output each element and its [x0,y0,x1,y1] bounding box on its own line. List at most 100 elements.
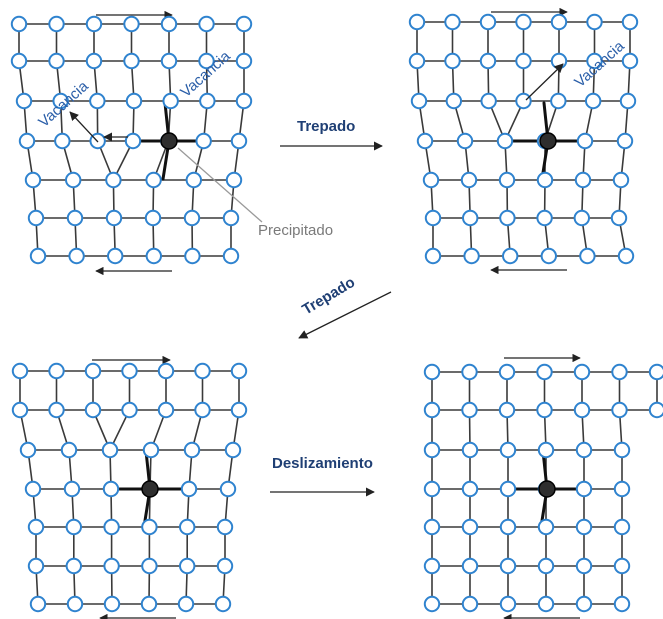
lattice-atom [48,401,65,419]
lattice-atom [461,401,478,419]
lattice-atom [573,209,590,227]
lattice-atom [85,15,103,33]
lattice-atom [103,557,120,575]
lattice-atom [162,92,179,110]
lattice-atom [24,171,42,189]
lattice-atom [144,209,162,227]
lattice-atom [18,132,36,150]
lattice-atom [179,557,196,575]
lattice-atom [621,52,639,70]
lattice-atom [444,13,461,31]
lattice-atom [65,518,83,536]
lattice-atom [48,362,65,380]
lattice-atom [456,132,474,150]
lattice-atom [613,595,631,613]
lattice-atom [617,247,635,265]
lattice-atom [194,401,211,419]
precipitate-pointer-line [177,147,263,223]
precipitate-atom [160,132,178,150]
lattice-atom [48,15,65,33]
lattice-atom [423,401,441,419]
lattice-atom [610,209,628,227]
lattice-atom [52,92,69,110]
lattice-atom [199,92,216,110]
lattice-atom [65,171,82,189]
lattice-atom [145,247,163,265]
lattice-atom [648,401,663,419]
lattice-atom [107,247,124,265]
lattice-atom [235,15,253,33]
lattice-atom [515,52,532,70]
vacancy-motion-arrow-diagonal [69,111,99,143]
lattice-atom [499,209,516,227]
lattice-atom [140,595,158,613]
lattice-atom [463,247,480,265]
lattice-atom [461,557,479,575]
lattice-atom [499,557,517,575]
lattice-atom [66,209,84,227]
lattice-atom [575,595,593,613]
lattice-atom [10,15,28,33]
lattice-atom [496,132,514,150]
lattice-atom [124,132,142,150]
lattice-atom [27,209,45,227]
lattice-atom [537,595,555,613]
lattice-atom [141,557,158,575]
lattice-atom [575,557,593,575]
lattice-atom [423,518,441,536]
lattice-atom [65,557,83,575]
lattice-atom [157,401,175,419]
lattice-atom [584,92,602,110]
lattice-atom [222,209,240,227]
lattice-atom [63,480,81,498]
lattice-atom [550,52,568,70]
lattice-atom [461,363,478,381]
lattice-atom [422,171,440,189]
lattice-atom [145,171,162,189]
lattice-atom [160,15,178,33]
lattice-atom [185,171,203,189]
lattice-atom [460,171,478,189]
lattice-atom [576,132,594,150]
lattice-atom [222,247,240,265]
lattice-atoms [11,362,248,613]
lattice-atom [235,52,253,70]
lattice-atom [19,441,37,459]
lattice-atoms [423,363,663,613]
lattice-atom [180,480,198,498]
lattice-atom [121,401,138,419]
lattice-atom [184,247,201,265]
lattice-atom [198,52,215,70]
lattice-atom [48,52,65,70]
lattice-atom [416,132,434,150]
lattice-atom [214,595,232,613]
lattice-atom [499,518,517,536]
lattice-atom [424,209,442,227]
lattice-atom [216,557,234,575]
lattice-atom [410,92,428,110]
lattice-atom [85,52,103,70]
lattice-atom [216,518,234,536]
lattice-atom [445,92,463,110]
lattice-atom [573,401,591,419]
lattice-atom [574,171,592,189]
lattice-atom [103,518,120,536]
lattice-atom [102,480,120,498]
lattice-atom [10,52,28,70]
lattice-atom [612,171,630,189]
climb-label-2: Trepado [299,274,358,319]
lattice-atom [537,441,555,459]
precipitate-atom [539,132,557,150]
lattice-atom [424,247,442,265]
lattice-atom [498,401,516,419]
glide-label: Deslizamiento [272,455,373,472]
lattice-atom [499,595,517,613]
lattice-atom [84,362,102,380]
lattice-atom [575,480,593,498]
lattice-atom [479,52,497,70]
panel-after-first-climb [408,7,639,275]
lattice-atom [499,441,517,459]
lattice-atom [142,441,160,459]
lattice-atom [613,518,631,536]
